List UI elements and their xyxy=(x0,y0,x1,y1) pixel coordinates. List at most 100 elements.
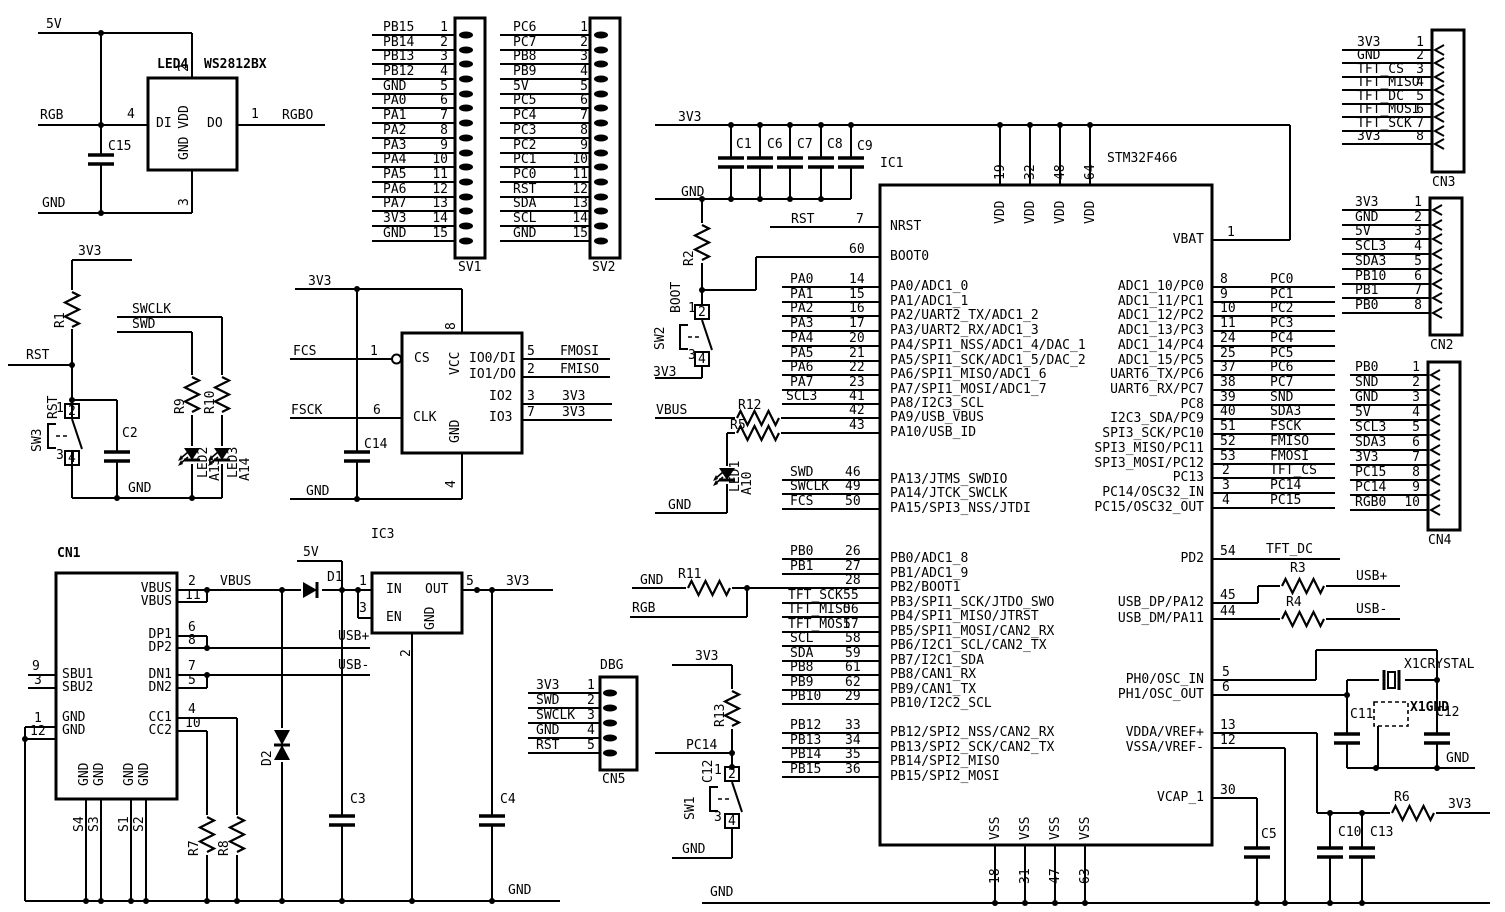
component-designator: C11 xyxy=(1350,707,1374,722)
net-label: 3V3 xyxy=(562,405,586,420)
net-label: TFT_CS xyxy=(1357,62,1404,77)
net-label: FMISO xyxy=(560,362,600,377)
pin-number: 1 xyxy=(1414,195,1422,210)
pin-number: 51 xyxy=(1220,419,1236,434)
pin-number: 56 xyxy=(843,602,859,617)
connector-name: CN4 xyxy=(1428,533,1452,548)
pin-number: 5 xyxy=(440,79,448,94)
pin-label: CC2 xyxy=(148,723,172,738)
pin-number: 10 xyxy=(185,716,201,731)
pin-number: 33 xyxy=(845,718,861,733)
pin-number: 42 xyxy=(849,403,865,418)
net-label: PA6 xyxy=(790,360,814,375)
net-label: TFT_MISO xyxy=(788,602,851,617)
pin-number: 45 xyxy=(1220,588,1236,603)
pin-number: 6 xyxy=(1412,435,1420,450)
component-designator: R7 xyxy=(187,840,202,856)
pin-label: EN xyxy=(386,610,402,625)
pin-number: 8 xyxy=(1414,298,1422,313)
pin-number: 5 xyxy=(466,574,474,589)
pin-number: 4 xyxy=(728,814,736,829)
component-designator: R5 xyxy=(730,418,746,433)
pin-number: 2 xyxy=(1414,210,1422,225)
net-label: 3V3 xyxy=(506,574,530,589)
pin-number: 4 xyxy=(1412,405,1420,420)
net-label: A10 xyxy=(740,471,755,495)
pin-number: 2 xyxy=(1416,48,1424,63)
net-label: 5V xyxy=(46,17,62,32)
pin-label: ADC1_10/PC0 xyxy=(1117,279,1204,294)
pin-number: 2 xyxy=(188,574,196,589)
part-number: STM32F466 xyxy=(1107,151,1178,166)
connector-name: SV2 xyxy=(592,260,616,275)
pin-label: PA14/JTCK_SWCLK xyxy=(890,486,1008,501)
net-label: RGB0 xyxy=(1355,495,1387,510)
net-label: PB13 xyxy=(383,49,415,64)
pin-label: PB2/BOOT1 xyxy=(890,580,961,595)
net-label: GND xyxy=(536,723,560,738)
net-label: VBUS xyxy=(656,403,688,418)
net-label: FSCK xyxy=(291,403,323,418)
pin-number: 4 xyxy=(188,702,196,717)
net-label: SCL3 xyxy=(1355,420,1387,435)
pin-number: 2 xyxy=(587,693,595,708)
pin-label: PA2/UART2_TX/ADC1_2 xyxy=(890,308,1039,323)
pin-number: 2 xyxy=(698,305,706,320)
pin-number: 2 xyxy=(1412,375,1420,390)
component-designator: R8 xyxy=(217,840,232,856)
pin-number: 62 xyxy=(845,675,861,690)
connector-name: DBG xyxy=(600,658,624,673)
pin-number: 12 xyxy=(432,182,448,197)
pin-number: 3 xyxy=(359,601,367,616)
pin-number: 13 xyxy=(572,196,588,211)
pin-label: PD2 xyxy=(1180,551,1204,566)
pin-label: PA9/USB_VBUS xyxy=(890,410,984,425)
net-label: GND xyxy=(1355,390,1379,405)
net-label: PA5 xyxy=(790,346,814,361)
pin-label: CLK xyxy=(413,410,437,425)
component-designator: LED4 xyxy=(157,57,189,72)
net-label: PC14 xyxy=(1270,478,1302,493)
component-designator: C5 xyxy=(1261,827,1277,842)
net-label: 5V xyxy=(1355,224,1371,239)
pin-number: 2 xyxy=(177,64,192,72)
pin-label: GND xyxy=(92,762,107,786)
pin-number: 10 xyxy=(432,152,448,167)
pin-label: ADC1_15/PC5 xyxy=(1117,353,1204,368)
net-label: TFT_MISO xyxy=(1357,75,1420,90)
pin-number: 1 xyxy=(688,301,696,316)
pin-number: 3 xyxy=(714,810,722,825)
net-label: PB0 xyxy=(790,544,814,559)
component-designator: C13 xyxy=(1370,825,1394,840)
net-label: 5V xyxy=(1355,405,1371,420)
pin-number: 6 xyxy=(440,93,448,108)
net-label: FMOSI xyxy=(560,344,600,359)
net-label: GND xyxy=(668,498,692,513)
pin-number: 3 xyxy=(56,448,64,463)
net-label: GND xyxy=(682,842,706,857)
pin-label: PB10/I2C2_SCL xyxy=(890,696,992,711)
pin-label: PB13/SPI2_SCK/CAN2_TX xyxy=(890,740,1055,755)
net-label: PC7 xyxy=(513,35,537,50)
net-label: GND xyxy=(508,883,532,898)
net-label: SWCLK xyxy=(790,479,830,494)
pin-number: 3 xyxy=(1414,224,1422,239)
pin-number: 4 xyxy=(1222,493,1230,508)
pin-number: 1 xyxy=(251,107,259,122)
net-label: BOOT xyxy=(669,281,684,313)
net-label: GND xyxy=(513,226,537,241)
cn4-body xyxy=(1426,360,1462,532)
pin-number: 58 xyxy=(845,631,861,646)
regulator-body xyxy=(370,571,464,635)
cs-bubble xyxy=(391,353,402,365)
component-designator: R1 xyxy=(53,312,68,328)
pin-number: 15 xyxy=(849,287,865,302)
net-label: PC1 xyxy=(1270,287,1294,302)
pin-label: PB1/ADC1_9 xyxy=(890,566,969,581)
net-label: PB12 xyxy=(790,718,822,733)
pin-number: 4 xyxy=(68,451,76,466)
pin-number: 1 xyxy=(1412,360,1420,375)
pin-label: DP2 xyxy=(148,640,172,655)
pin-number: 8 xyxy=(444,322,459,330)
pin-number: 32 xyxy=(1023,164,1038,180)
